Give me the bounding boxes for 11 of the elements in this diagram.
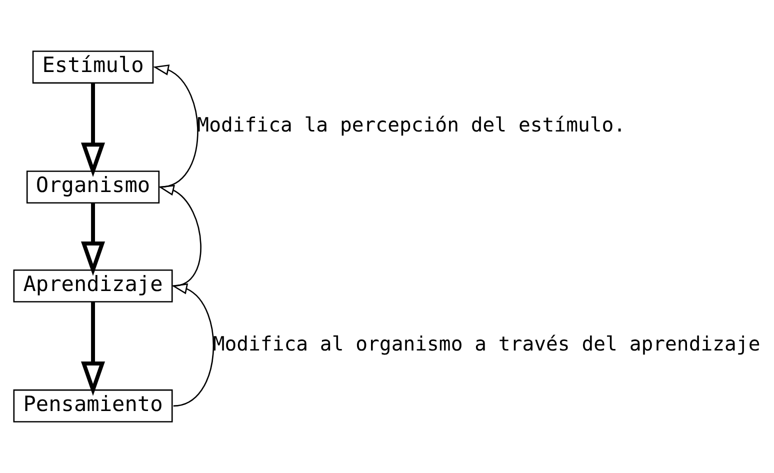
arrow [171, 283, 214, 407]
arrow [81, 83, 106, 177]
node-box: Aprendizaje [13, 269, 173, 302]
node-box: Organismo [26, 170, 160, 204]
arrow [158, 184, 202, 287]
arrow [81, 302, 106, 396]
edge-label: Modifica la percepción del estímulo. [197, 114, 626, 137]
arrow [153, 64, 198, 188]
node-box: Pensamiento [13, 389, 173, 422]
node-box: Estímulo [32, 50, 154, 84]
arrow [81, 203, 106, 276]
